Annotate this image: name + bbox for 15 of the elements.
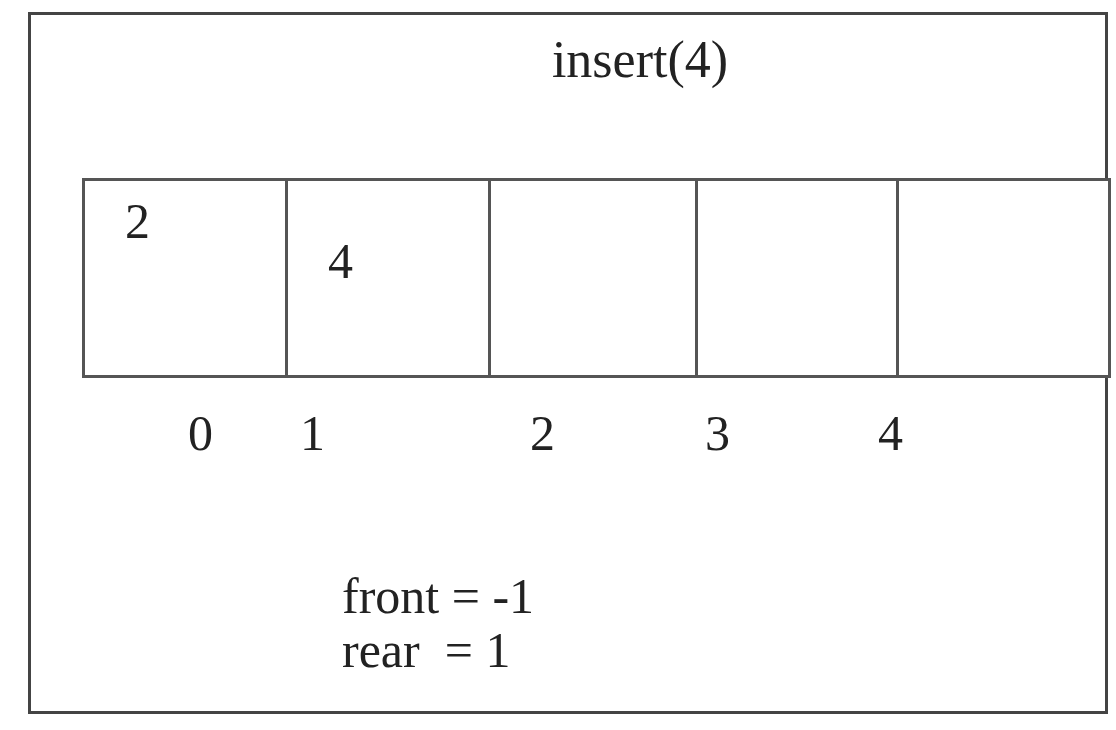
array-cell	[82, 178, 288, 378]
array-cell	[695, 178, 899, 378]
title: insert(4)	[550, 30, 730, 90]
array-cell	[488, 178, 698, 378]
index-label: 2	[530, 405, 555, 461]
array-cell	[896, 178, 1111, 378]
index-label: 3	[705, 405, 730, 461]
cell-value: 4	[328, 233, 353, 289]
front-pointer: front = -1	[342, 568, 535, 624]
index-label: 0	[188, 405, 213, 461]
cell-value: 2	[125, 193, 150, 249]
rear-pointer: rear = 1	[342, 622, 511, 678]
array-cell	[285, 178, 491, 378]
index-label: 4	[878, 405, 903, 461]
index-label: 1	[300, 405, 325, 461]
